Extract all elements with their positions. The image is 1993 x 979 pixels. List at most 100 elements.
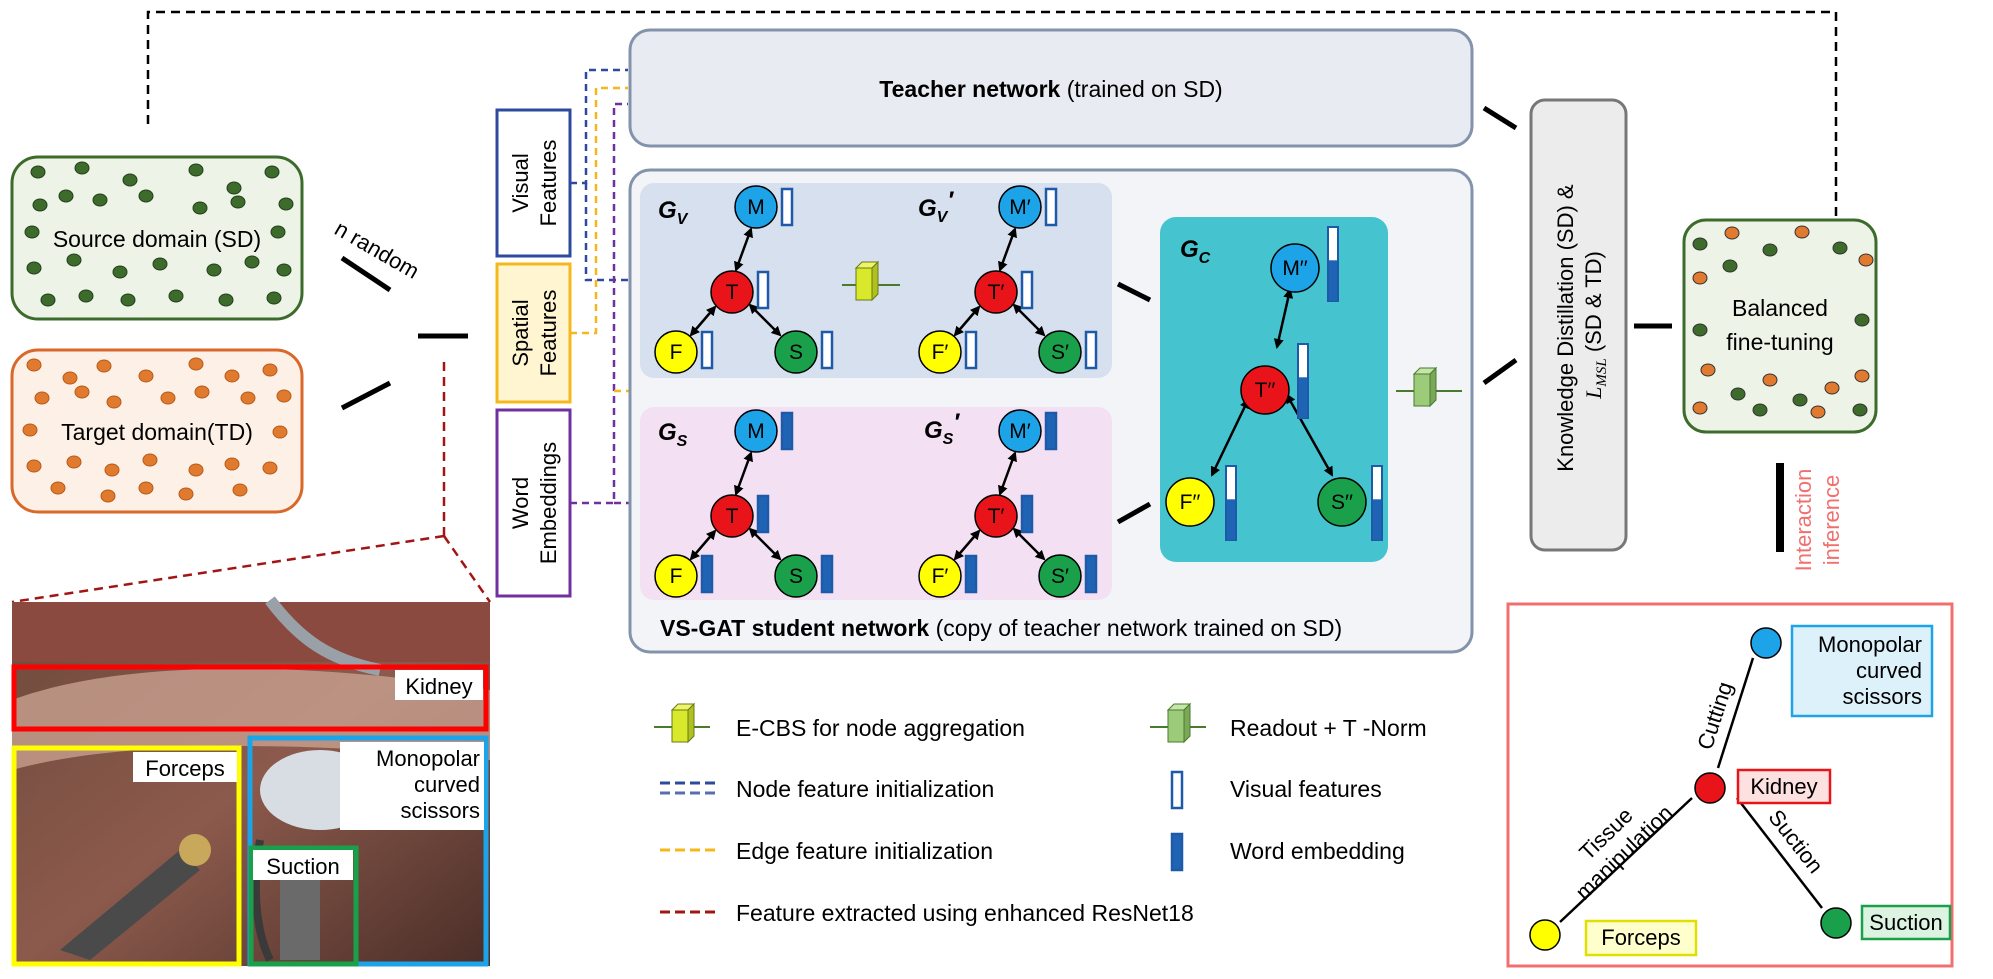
target-domain-box: Target domain(TD) [10, 348, 304, 514]
gs-node-f-label: F [670, 565, 683, 588]
graph-label-gv-prime: GV′ [918, 187, 954, 226]
dot [1724, 226, 1740, 240]
graph-edge [734, 227, 753, 272]
dot [26, 358, 42, 372]
graph-edge [734, 451, 753, 496]
dot [138, 189, 154, 203]
dot [30, 165, 46, 179]
gv-node-m-label: M [747, 196, 765, 219]
legend-node-init: Node feature initialization [736, 776, 994, 802]
dot [96, 359, 112, 373]
svg-text:scissors: scissors [401, 798, 480, 823]
dot [1824, 381, 1840, 395]
student-to-kd-arrow [1482, 357, 1518, 386]
teacher-network-box: Teacher network (trained on SD) [628, 28, 1474, 148]
gv2-feat-m [1044, 187, 1058, 227]
gv-to-gc-arrow [1116, 281, 1152, 303]
gv-node-t [710, 270, 754, 314]
legend: E-CBS for node aggregation Node feature … [654, 702, 1427, 926]
dot [1852, 403, 1868, 417]
dot [240, 391, 256, 405]
gv-feat-m [780, 187, 794, 227]
dot [1730, 387, 1746, 401]
graph-edge [998, 451, 1017, 496]
gs-feat-s [820, 554, 834, 594]
gs-node-s-label: S [789, 565, 803, 588]
legend-visual: Visual features [1230, 776, 1382, 802]
dot [1722, 259, 1738, 273]
gv2-node-s [1038, 330, 1082, 374]
gv2-feat-s [1084, 330, 1098, 370]
graph-edge [953, 305, 981, 337]
gs2-node-t-label: T′ [988, 505, 1005, 528]
n-random-label: n random [331, 216, 424, 284]
gc-node-f [1165, 477, 1215, 527]
gv-node-s [774, 330, 818, 374]
gv-node-f-label: F [670, 341, 683, 364]
gs2-node-m [998, 409, 1042, 453]
gv-node-t-label: T [726, 281, 739, 304]
gs-feat-m [780, 411, 794, 451]
gs2-node-m-label: M′ [1009, 420, 1030, 443]
dot [262, 363, 278, 377]
gs2-node-f [918, 554, 962, 598]
legend-edge-init: Edge feature initialization [736, 838, 993, 864]
gs2-node-s [1038, 554, 1082, 598]
dot [40, 293, 56, 307]
svg-text:curved: curved [414, 772, 480, 797]
gs2-node-t [974, 494, 1018, 538]
dot [1752, 403, 1768, 417]
gv-node-s-label: S [789, 341, 803, 364]
dot [206, 263, 222, 277]
dot [224, 457, 240, 471]
dot [1858, 253, 1874, 267]
gc-node-m [1270, 243, 1320, 293]
svg-text:Monopolar: Monopolar [376, 746, 480, 771]
dot [104, 463, 120, 477]
graph-label-gc: GC [1180, 236, 1211, 267]
dot [278, 197, 294, 211]
gv2-node-m-label: M′ [1009, 196, 1030, 219]
gc-node-s-label: S′′ [1331, 491, 1353, 514]
svg-text:curved: curved [1856, 658, 1922, 683]
dot [264, 165, 280, 179]
dot [270, 225, 286, 239]
dot [188, 357, 204, 371]
balanced-finetuning-box: Balanced fine-tuning [1682, 218, 1878, 434]
graph-label-gv: GV [658, 197, 689, 228]
dot [226, 181, 242, 195]
gs-node-t [710, 494, 754, 538]
inference-output-panel: Monopolar curved scissors Kidney Forceps… [1506, 602, 1954, 968]
svg-text:scissors: scissors [1843, 684, 1922, 709]
dot [26, 261, 42, 275]
gs-feat-t [756, 494, 770, 534]
svg-text:fine-tuning: fine-tuning [1726, 329, 1833, 355]
dot [160, 391, 176, 405]
dot [262, 461, 278, 475]
svg-text:Kidney: Kidney [1750, 774, 1817, 799]
dot [188, 463, 204, 477]
legend-word: Word embedding [1230, 838, 1405, 864]
gc-feat-m-fill [1329, 260, 1337, 301]
dot [276, 389, 292, 403]
target-domain-label: Target domain(TD) [61, 419, 253, 445]
gc-node-f-label: F′′ [1180, 491, 1201, 514]
gc-feat-s-fill [1373, 499, 1381, 540]
gs-node-f [654, 554, 698, 598]
source-domain-label: Source domain (SD) [53, 226, 261, 252]
gs2-feat-s [1084, 554, 1098, 594]
dot [152, 257, 168, 271]
svg-text:Suction: Suction [266, 854, 339, 879]
gv-feat-s [820, 330, 834, 370]
dot [1854, 369, 1870, 383]
photo-annotation-boxes: Kidney Forceps Monopolar curved scissors… [11, 664, 489, 967]
gv-node-m [734, 185, 778, 229]
graph-edge [1012, 303, 1046, 337]
svg-text:Forceps: Forceps [1601, 925, 1680, 950]
dot [1762, 373, 1778, 387]
gs-node-m [734, 409, 778, 453]
teacher-to-kd-arrow [1482, 105, 1518, 131]
